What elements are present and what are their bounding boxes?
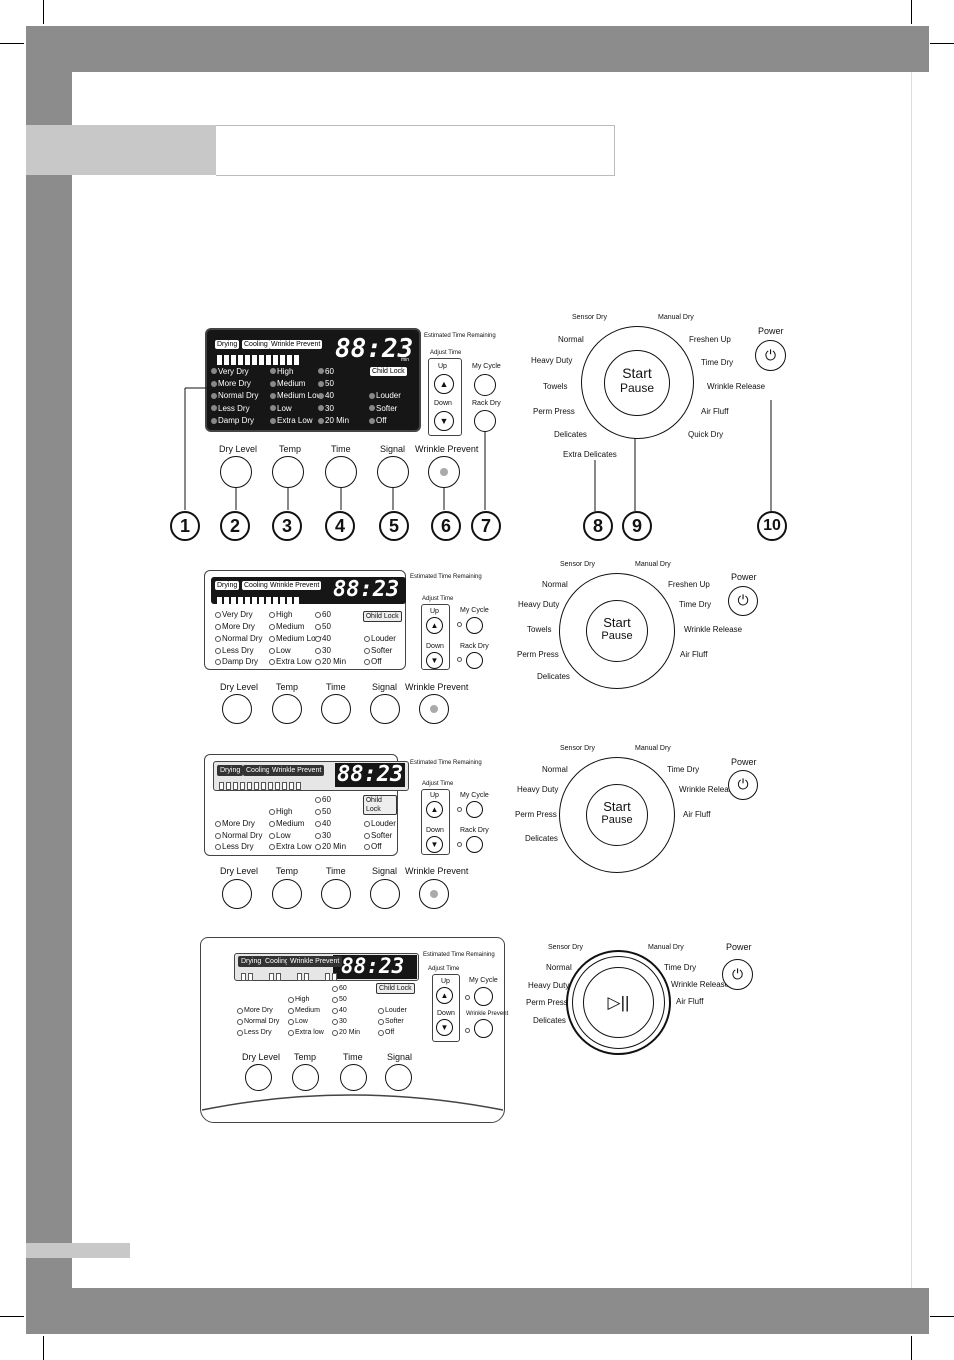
callout-3: 3 — [272, 511, 302, 541]
drying-tag: Drying — [215, 340, 240, 349]
power-button[interactable]: ⏻ — [755, 340, 786, 371]
start-pause-button[interactable]: Start Pause — [604, 350, 670, 416]
signal-button[interactable] — [385, 1064, 412, 1091]
left-band — [26, 26, 72, 1334]
signal-button[interactable] — [370, 879, 400, 909]
crop-mark — [0, 43, 24, 44]
wrinkle-prevent-tag: Wrinkle Prevent — [269, 340, 323, 349]
my-cycle-button[interactable] — [474, 987, 493, 1006]
crop-mark — [911, 0, 912, 24]
top-band — [26, 26, 929, 72]
panel3-display: Drying Cooling Wrinkle Prevent 88:23 Chi… — [204, 754, 409, 856]
adjust-time-box — [428, 358, 462, 436]
signal-button[interactable] — [370, 694, 400, 724]
down-button[interactable]: ▼ — [426, 652, 443, 669]
time-button[interactable] — [325, 456, 357, 488]
callout-2: 2 — [220, 511, 250, 541]
power-button[interactable]: ⏻ — [728, 586, 758, 616]
wrinkle-prevent-button[interactable] — [428, 456, 460, 488]
time-button[interactable] — [321, 694, 351, 724]
progress-bars — [217, 352, 301, 365]
power-icon: ⏻ — [737, 776, 749, 792]
temp-button[interactable] — [272, 694, 302, 724]
panel1-display: Drying Cooling Wrinkle Prevent 88:23 min… — [205, 328, 421, 432]
callout-8: 8 — [583, 511, 613, 541]
signal-button[interactable] — [377, 456, 409, 488]
temp-button[interactable] — [292, 1064, 319, 1091]
my-cycle-button[interactable] — [466, 801, 483, 818]
callout-7: 7 — [471, 511, 501, 541]
time-display: 88:23 — [341, 954, 405, 978]
callout-lines — [184, 387, 486, 510]
callout-9: 9 — [622, 511, 652, 541]
down-button[interactable]: ▼ — [434, 411, 454, 431]
crop-mark — [911, 1336, 912, 1360]
wrinkle-prevent-button[interactable] — [474, 1019, 493, 1038]
time-button[interactable] — [321, 879, 351, 909]
rack-dry-button[interactable] — [466, 836, 483, 853]
callout-6: 6 — [431, 511, 461, 541]
power-icon: ⏻ — [764, 347, 777, 363]
dry-level-button[interactable] — [222, 879, 252, 909]
temp-button[interactable] — [272, 879, 302, 909]
etr-label: Estimated Time Remaining — [424, 333, 496, 339]
page-number-tab — [26, 1243, 130, 1258]
time-button[interactable] — [340, 1064, 367, 1091]
panel4-curve — [201, 1094, 504, 1111]
up-button[interactable]: ▲ — [426, 617, 443, 634]
play-pause-button[interactable]: ▷|| — [583, 967, 654, 1038]
play-pause-icon: ▷|| — [607, 993, 630, 1012]
up-button[interactable]: ▲ — [426, 801, 443, 818]
crop-mark — [0, 1316, 24, 1317]
crop-mark — [930, 43, 954, 44]
section-tab — [26, 125, 216, 175]
start-pause-button[interactable]: Start Pause — [586, 600, 648, 662]
dry-level-button[interactable] — [222, 694, 252, 724]
crop-mark — [930, 1316, 954, 1317]
section-header-box — [216, 125, 615, 176]
down-button[interactable]: ▼ — [436, 1019, 453, 1036]
callout-4: 4 — [325, 511, 355, 541]
adjust-time-label: Adjust Time — [430, 350, 462, 356]
rack-dry-button[interactable] — [474, 410, 496, 432]
rack-dry-button[interactable] — [466, 652, 483, 669]
callout-1: 1 — [170, 511, 200, 541]
right-guide — [911, 72, 912, 1288]
callout-10: 10 — [757, 511, 787, 541]
wrinkle-prevent-button[interactable] — [419, 694, 449, 724]
start-pause-button[interactable]: Start Pause — [586, 784, 648, 846]
power-button[interactable]: ⏻ — [728, 770, 758, 800]
time-display: 88:23 — [335, 334, 414, 364]
power-icon: ⏻ — [737, 592, 749, 608]
dry-level-button[interactable] — [245, 1064, 272, 1091]
power-button[interactable]: ⏻ — [722, 959, 753, 990]
up-button[interactable]: ▲ — [434, 374, 454, 394]
my-cycle-button[interactable] — [466, 617, 483, 634]
panel4-display: Drying Cooling Wrinkle Prevent 88:23 — [234, 953, 419, 981]
cooling-tag: Cooling — [242, 340, 270, 349]
child-lock-indicator: Child Lock — [370, 367, 407, 376]
crop-mark — [43, 0, 44, 24]
up-button[interactable]: ▲ — [436, 987, 453, 1004]
crop-mark — [43, 1336, 44, 1360]
dry-level-button[interactable] — [220, 456, 252, 488]
callout-5: 5 — [379, 511, 409, 541]
panel2-display: Drying Cooling Wrinkle Prevent 88:23 Chi… — [204, 570, 406, 670]
time-display: 88:23 — [337, 762, 404, 787]
my-cycle-button[interactable] — [474, 374, 496, 396]
wrinkle-prevent-button[interactable] — [419, 879, 449, 909]
min-unit: min — [401, 357, 410, 363]
bottom-band — [26, 1288, 929, 1334]
temp-button[interactable] — [272, 456, 304, 488]
down-button[interactable]: ▼ — [426, 836, 443, 853]
time-display: 88:23 — [333, 577, 400, 602]
power-icon: ⏻ — [731, 966, 744, 982]
